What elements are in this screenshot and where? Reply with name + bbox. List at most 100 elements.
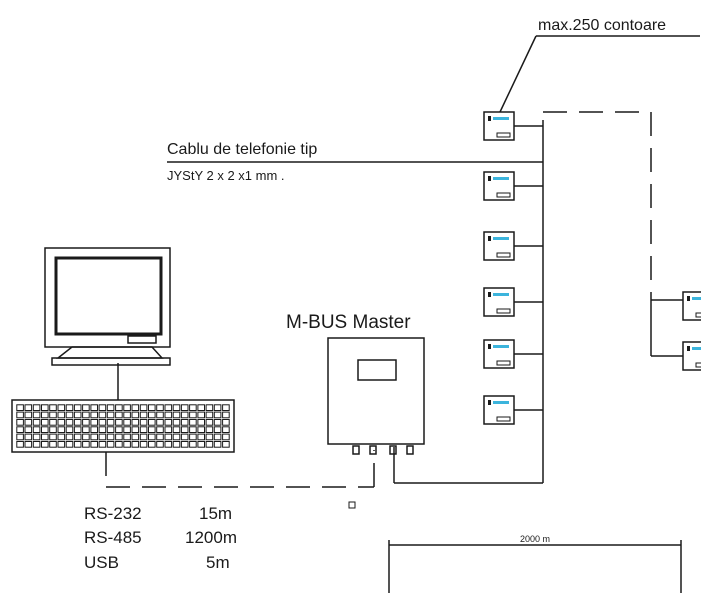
- keyboard-key: [82, 426, 90, 433]
- cable-label-line2: JYStY 2 x 2 x1 mm .: [167, 168, 285, 183]
- keyboard-key: [49, 426, 57, 433]
- keyboard-key: [115, 411, 123, 419]
- meter-icon: [483, 287, 515, 317]
- keyboard-key: [65, 419, 74, 426]
- keyboard-key: [139, 441, 148, 448]
- keyboard-key: [98, 419, 107, 426]
- keyboard-key: [57, 433, 66, 441]
- keyboard-key: [32, 441, 41, 448]
- keyboard-key: [172, 404, 181, 411]
- keyboard-key: [82, 411, 90, 419]
- keyboard-key: [123, 404, 131, 411]
- keyboard-key: [139, 426, 148, 433]
- keyboard-key: [180, 404, 189, 411]
- keyboard-key: [82, 441, 90, 448]
- keyboard-key: [180, 441, 189, 448]
- keyboard-key: [148, 419, 156, 426]
- keyboard-key: [213, 404, 222, 411]
- keyboard-key: [49, 411, 57, 419]
- keyboard-key: [106, 404, 115, 411]
- keyboard-key: [205, 411, 214, 419]
- keyboard-key: [90, 419, 99, 426]
- keyboard-key: [82, 419, 90, 426]
- keyboard-key: [172, 426, 181, 433]
- keyboard-key: [73, 441, 82, 448]
- keyboard-key: [172, 419, 181, 426]
- keyboard-key: [106, 433, 115, 441]
- keyboard-key: [222, 426, 230, 433]
- keyboard-key: [189, 411, 197, 419]
- keyboard-key: [16, 441, 24, 448]
- keyboard-key: [24, 411, 33, 419]
- keyboard-key: [222, 404, 230, 411]
- cable-label-line1: Cablu de telefonie tip: [167, 141, 317, 158]
- keyboard-key: [98, 404, 107, 411]
- keyboard-key: [222, 411, 230, 419]
- meter-icon: [483, 231, 515, 261]
- keyboard-key: [197, 419, 205, 426]
- connection-type-usb: USB: [84, 553, 119, 572]
- keyboard-key: [98, 441, 107, 448]
- keyboard-key: [49, 433, 57, 441]
- keyboard-key: [90, 404, 99, 411]
- keyboard-key: [148, 441, 156, 448]
- keyboard-key: [172, 441, 181, 448]
- master-label: M-BUS Master: [286, 312, 411, 333]
- keyboard-key: [197, 433, 205, 441]
- keyboard-key: [189, 433, 197, 441]
- keyboard-key: [90, 441, 99, 448]
- keyboard-key: [123, 433, 131, 441]
- keyboard-key: [123, 411, 131, 419]
- keyboard-key: [106, 411, 115, 419]
- keyboard-key: [41, 426, 49, 433]
- keyboard-key: [16, 419, 24, 426]
- keyboard-key: [172, 411, 181, 419]
- keyboard-key: [41, 411, 49, 419]
- keyboard-key: [123, 426, 131, 433]
- keyboard-key: [131, 433, 140, 441]
- keyboard-key: [49, 419, 57, 426]
- keyboard-key: [164, 411, 173, 419]
- keyboard-key: [164, 426, 173, 433]
- computer-monitor-icon: [44, 247, 171, 366]
- keyboard-key: [41, 433, 49, 441]
- keyboard-key: [16, 433, 24, 441]
- keyboard-key: [90, 433, 99, 441]
- meter-icon: [483, 111, 515, 141]
- keyboard-key: [98, 433, 107, 441]
- keyboard-key: [205, 433, 214, 441]
- keyboard-key: [189, 426, 197, 433]
- keyboard-key: [115, 419, 123, 426]
- mbus-master-icon: [327, 337, 425, 509]
- keyboard-key: [131, 411, 140, 419]
- keyboard-key: [164, 419, 173, 426]
- keyboard-key: [57, 441, 66, 448]
- meter-icon: [682, 291, 701, 321]
- keyboard-key: [213, 419, 222, 426]
- meter-icon: [682, 341, 701, 371]
- keyboard-key: [98, 411, 107, 419]
- keyboard-key: [73, 426, 82, 433]
- keyboard-key: [57, 426, 66, 433]
- keyboard-key: [32, 419, 41, 426]
- keyboard-key: [131, 426, 140, 433]
- keyboard-key: [123, 419, 131, 426]
- keyboard-key: [65, 441, 74, 448]
- keyboard-key: [16, 411, 24, 419]
- keyboard-key: [164, 441, 173, 448]
- keyboard-key: [73, 404, 82, 411]
- keyboard-key: [189, 441, 197, 448]
- meter-icon: [483, 339, 515, 369]
- keyboard-key: [156, 433, 164, 441]
- keyboard-key: [57, 411, 66, 419]
- keyboard-key: [41, 404, 49, 411]
- keyboard-key: [131, 404, 140, 411]
- connection-distance-usb: 5m: [206, 553, 230, 572]
- dimension-label: 2000 m: [520, 534, 550, 544]
- keyboard-key: [156, 404, 164, 411]
- keyboard-key: [106, 441, 115, 448]
- keyboard-key: [32, 404, 41, 411]
- keyboard-key: [90, 411, 99, 419]
- keyboard-key: [82, 433, 90, 441]
